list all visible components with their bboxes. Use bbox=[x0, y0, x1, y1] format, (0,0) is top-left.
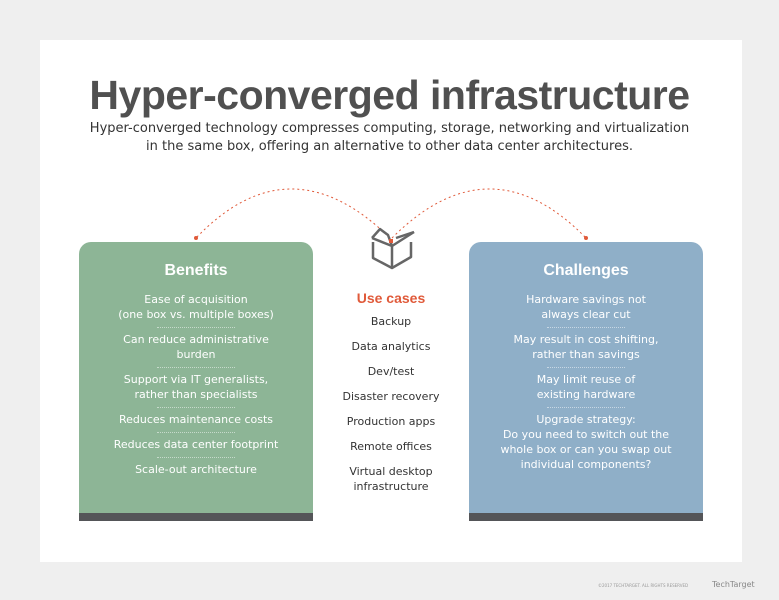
subtitle-line: Hyper-converged technology compresses co… bbox=[89, 121, 690, 136]
use-case-item: Production apps bbox=[346, 415, 436, 428]
divider bbox=[157, 407, 235, 408]
benefit-item: Can reduce administrative burden bbox=[123, 333, 269, 361]
copyright: ©2017 TECHTARGET. ALL RIGHTS RESERVED bbox=[598, 583, 689, 588]
benefits-heading: Benefits bbox=[164, 262, 228, 279]
subtitle-line: in the same box, offering an alternative… bbox=[146, 139, 633, 154]
benefit-item: Reduces data center footprint bbox=[113, 438, 279, 451]
use-case-item: Disaster recovery bbox=[342, 390, 440, 403]
use-cases-heading: Use cases bbox=[356, 290, 426, 306]
use-case-item: Data analytics bbox=[351, 340, 431, 353]
brand-logo: TechTarget bbox=[712, 580, 755, 589]
divider bbox=[157, 457, 235, 458]
divider bbox=[547, 407, 625, 408]
divider bbox=[547, 327, 625, 328]
use-case-item: Remote offices bbox=[350, 440, 432, 453]
challenge-item: May limit reuse of existing hardware bbox=[536, 373, 636, 401]
challenge-item: May result in cost shifting, rather than… bbox=[513, 333, 659, 361]
challenge-item: Hardware savings not always clear cut bbox=[526, 293, 646, 321]
divider bbox=[157, 327, 235, 328]
challenges-panel: Challenges Hardware savings not always c… bbox=[469, 242, 703, 521]
use-case-item: Dev/test bbox=[367, 365, 415, 378]
benefit-item: Scale-out architecture bbox=[135, 463, 257, 476]
panel-footer-bar bbox=[79, 513, 313, 521]
divider bbox=[157, 432, 235, 433]
use-case-item: Backup bbox=[370, 315, 412, 328]
challenges-heading: Challenges bbox=[543, 262, 629, 279]
use-case-item: Virtual desktop infrastructure bbox=[349, 465, 433, 493]
benefit-item: Support via IT generalists, rather than … bbox=[123, 373, 269, 401]
benefits-panel: Benefits Ease of acquisition (one box vs… bbox=[79, 242, 313, 521]
arrow-to-challenges bbox=[391, 188, 587, 239]
arrow-to-benefits bbox=[195, 188, 391, 239]
panel-footer-bar bbox=[469, 513, 703, 521]
challenge-item: Upgrade strategy: Do you need to switch … bbox=[500, 413, 672, 471]
divider bbox=[157, 367, 235, 368]
open-box-icon bbox=[371, 227, 415, 270]
divider bbox=[547, 367, 625, 368]
benefit-item: Reduces maintenance costs bbox=[118, 413, 274, 426]
page-title: Hyper-converged infrastructure bbox=[89, 72, 690, 118]
benefit-item: Ease of acquisition (one box vs. multipl… bbox=[118, 293, 274, 321]
subtitle: Hyper-converged technology compresses co… bbox=[0, 120, 779, 156]
